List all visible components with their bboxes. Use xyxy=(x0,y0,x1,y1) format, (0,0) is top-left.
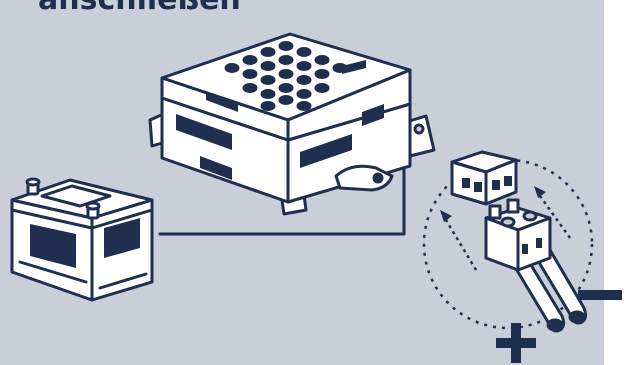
plus-symbol xyxy=(496,323,536,363)
terminal-socket-icon xyxy=(450,150,518,206)
heading: anschließen xyxy=(38,0,241,17)
insert-arrows xyxy=(440,186,572,271)
terminal-plug-icon xyxy=(484,198,588,333)
minus-symbol xyxy=(578,290,622,300)
detail-zoom-circle xyxy=(422,158,594,330)
car-battery-icon xyxy=(10,177,154,302)
raspberry-pi-case-icon xyxy=(148,32,436,216)
vent-grid xyxy=(224,41,348,111)
